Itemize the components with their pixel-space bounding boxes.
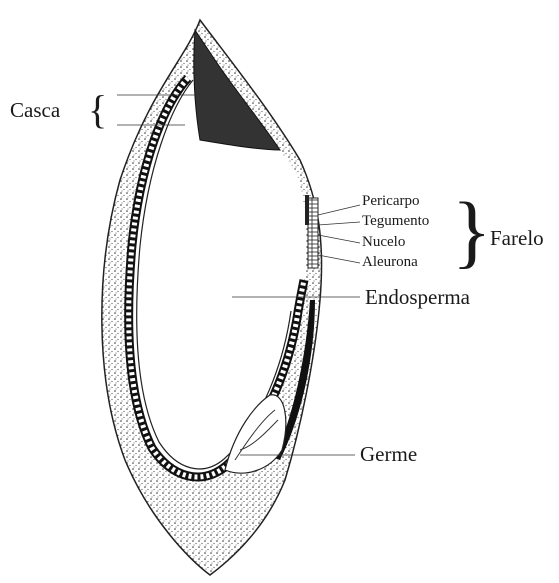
casca-label: Casca xyxy=(10,98,60,123)
nucelo-leader xyxy=(318,235,360,243)
endosperma-label: Endosperma xyxy=(365,285,470,310)
casca-brace: { xyxy=(88,90,107,130)
bran-strip xyxy=(308,198,318,268)
germe-label: Germe xyxy=(360,442,417,467)
farelo-label: Farelo xyxy=(490,226,544,251)
tegumento-label: Tegumento xyxy=(362,213,429,230)
husk-tip xyxy=(194,30,280,150)
pericarpo-label: Pericarpo xyxy=(362,193,419,210)
tegumento-leader xyxy=(318,222,360,225)
farelo-brace: } xyxy=(452,190,491,272)
pericarpo-leader xyxy=(318,205,360,215)
aleurona-leader xyxy=(318,255,360,263)
nucelo-label: Nucelo xyxy=(362,234,405,251)
aleurona-label: Aleurona xyxy=(362,254,418,271)
